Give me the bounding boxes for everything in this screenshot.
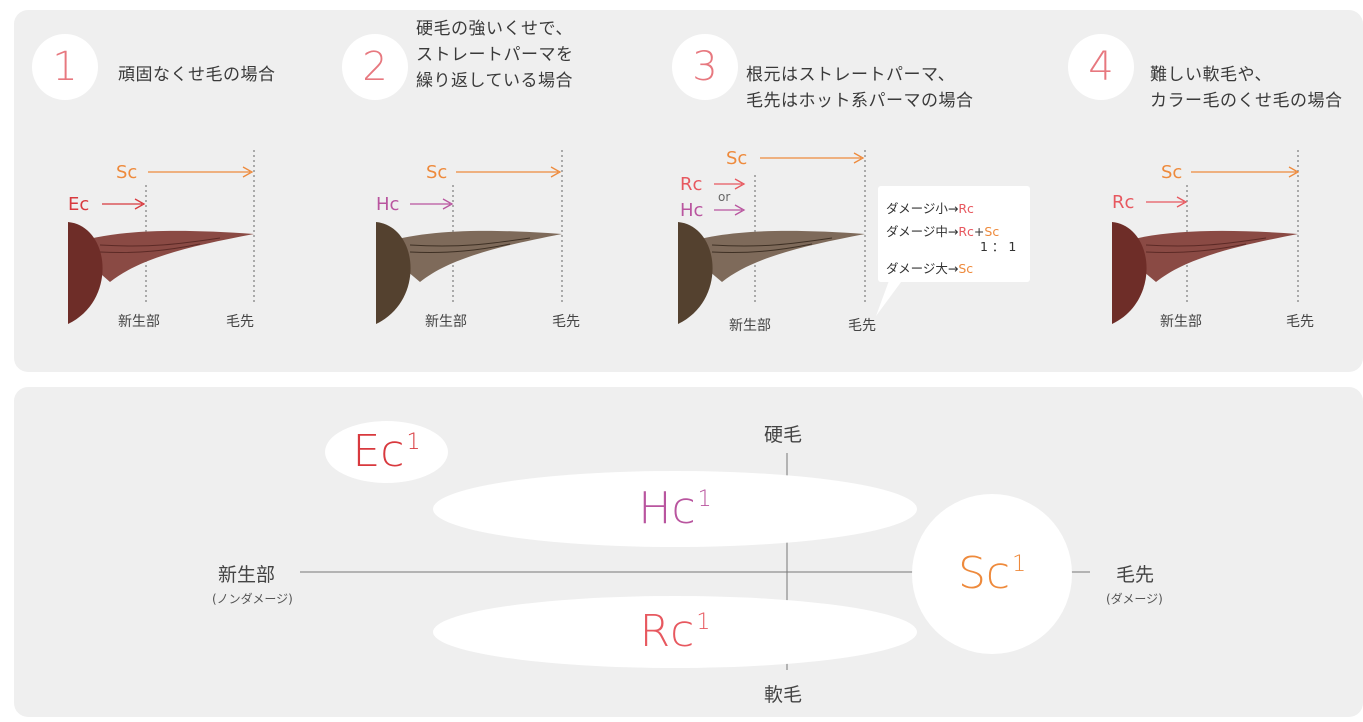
svg-text:新生部: 新生部 bbox=[729, 318, 771, 334]
case-4: 4 難しい軟毛や、 カラー毛のくせ毛の場合 Sc Rc 新生部 毛先 bbox=[1060, 0, 1363, 362]
sc-label: Sc bbox=[726, 148, 747, 169]
svg-text:毛先: 毛先 bbox=[848, 318, 876, 334]
case-number: 4 bbox=[1068, 34, 1134, 100]
hair-strand bbox=[376, 230, 562, 282]
hair-strand bbox=[1112, 230, 1298, 282]
case-title: 根元はストレートパーマ、 毛先はホット系パーマの場合 bbox=[746, 65, 974, 111]
hair-strand bbox=[68, 230, 254, 282]
ec-label: Ec bbox=[68, 194, 89, 215]
axis-right-sublabel: (ダメージ) bbox=[1106, 592, 1163, 606]
scalp-shape bbox=[678, 222, 713, 324]
case-number: 3 bbox=[672, 34, 738, 100]
scalp-shape bbox=[376, 222, 411, 324]
hc-ellipse: Hc1 bbox=[433, 471, 917, 547]
svg-text:毛先: 毛先 bbox=[1286, 314, 1314, 330]
scalp-shape bbox=[1112, 222, 1147, 324]
case-3: 3 根元はストレートパーマ、 毛先はホット系パーマの場合 Sc Rc or Hc… bbox=[660, 0, 1060, 362]
case-title: 硬毛の強いくせで、 ストレートパーマを 繰り返している場合 bbox=[416, 19, 574, 91]
hair-diagram: Sc Rc 新生部 毛先 bbox=[1112, 150, 1314, 330]
or-label: or bbox=[718, 190, 730, 204]
case-2: 2 硬毛の強いくせで、 ストレートパーマを 繰り返している場合 Sc Hc 新生… bbox=[340, 0, 660, 362]
hair-diagram: Sc Rc or Hc 新生部 毛先 bbox=[678, 148, 876, 334]
axis-top-label: 硬毛 bbox=[764, 424, 803, 446]
tip-label: 毛先 bbox=[226, 314, 254, 330]
hair-diagram: Sc Ec 新生部 毛先 bbox=[68, 150, 255, 330]
svg-text:毛先: 毛先 bbox=[552, 314, 580, 330]
case-number: 1 bbox=[32, 34, 98, 100]
svg-text:新生部: 新生部 bbox=[425, 314, 467, 330]
axis-left-sublabel: (ノンダメージ) bbox=[212, 592, 293, 606]
ec-ellipse: Ec1 bbox=[325, 421, 448, 483]
case-title: 頑固なくせ毛の場合 bbox=[118, 65, 276, 85]
ratio-label: 1 ： 1 bbox=[980, 239, 1017, 254]
hair-strand bbox=[678, 230, 865, 282]
svg-text:新生部: 新生部 bbox=[1160, 314, 1202, 330]
rc-ellipse: Rc1 bbox=[433, 596, 917, 668]
sc-circle: Sc1 bbox=[912, 494, 1072, 654]
sc-label: Sc bbox=[426, 162, 447, 183]
hc-label: Hc bbox=[376, 194, 399, 215]
callout-tail bbox=[876, 278, 904, 316]
sc-label: Sc bbox=[116, 162, 137, 183]
rc-label: Rc bbox=[680, 174, 702, 195]
rc-label: Rc bbox=[1112, 192, 1134, 213]
case-1: 1 頑固なくせ毛の場合 Sc Ec 新生部 毛先 bbox=[0, 0, 340, 362]
hc-label: Hc bbox=[680, 200, 703, 221]
case-number: 2 bbox=[342, 34, 408, 100]
axis-right-label: 毛先 bbox=[1116, 564, 1155, 586]
new-growth-label: 新生部 bbox=[118, 314, 160, 330]
damage-callout: ダメージ小→Rc ダメージ中→Rc+Sc 1 ： 1 ダメージ大→Sc bbox=[878, 186, 1030, 282]
axis-bottom-label: 軟毛 bbox=[764, 684, 803, 706]
case-title: 難しい軟毛や、 カラー毛のくせ毛の場合 bbox=[1150, 65, 1343, 111]
axis-left-label: 新生部 bbox=[218, 564, 276, 586]
scalp-shape bbox=[68, 222, 103, 324]
hair-diagram: Sc Hc 新生部 毛先 bbox=[376, 150, 580, 330]
sc-label: Sc bbox=[1161, 162, 1182, 183]
